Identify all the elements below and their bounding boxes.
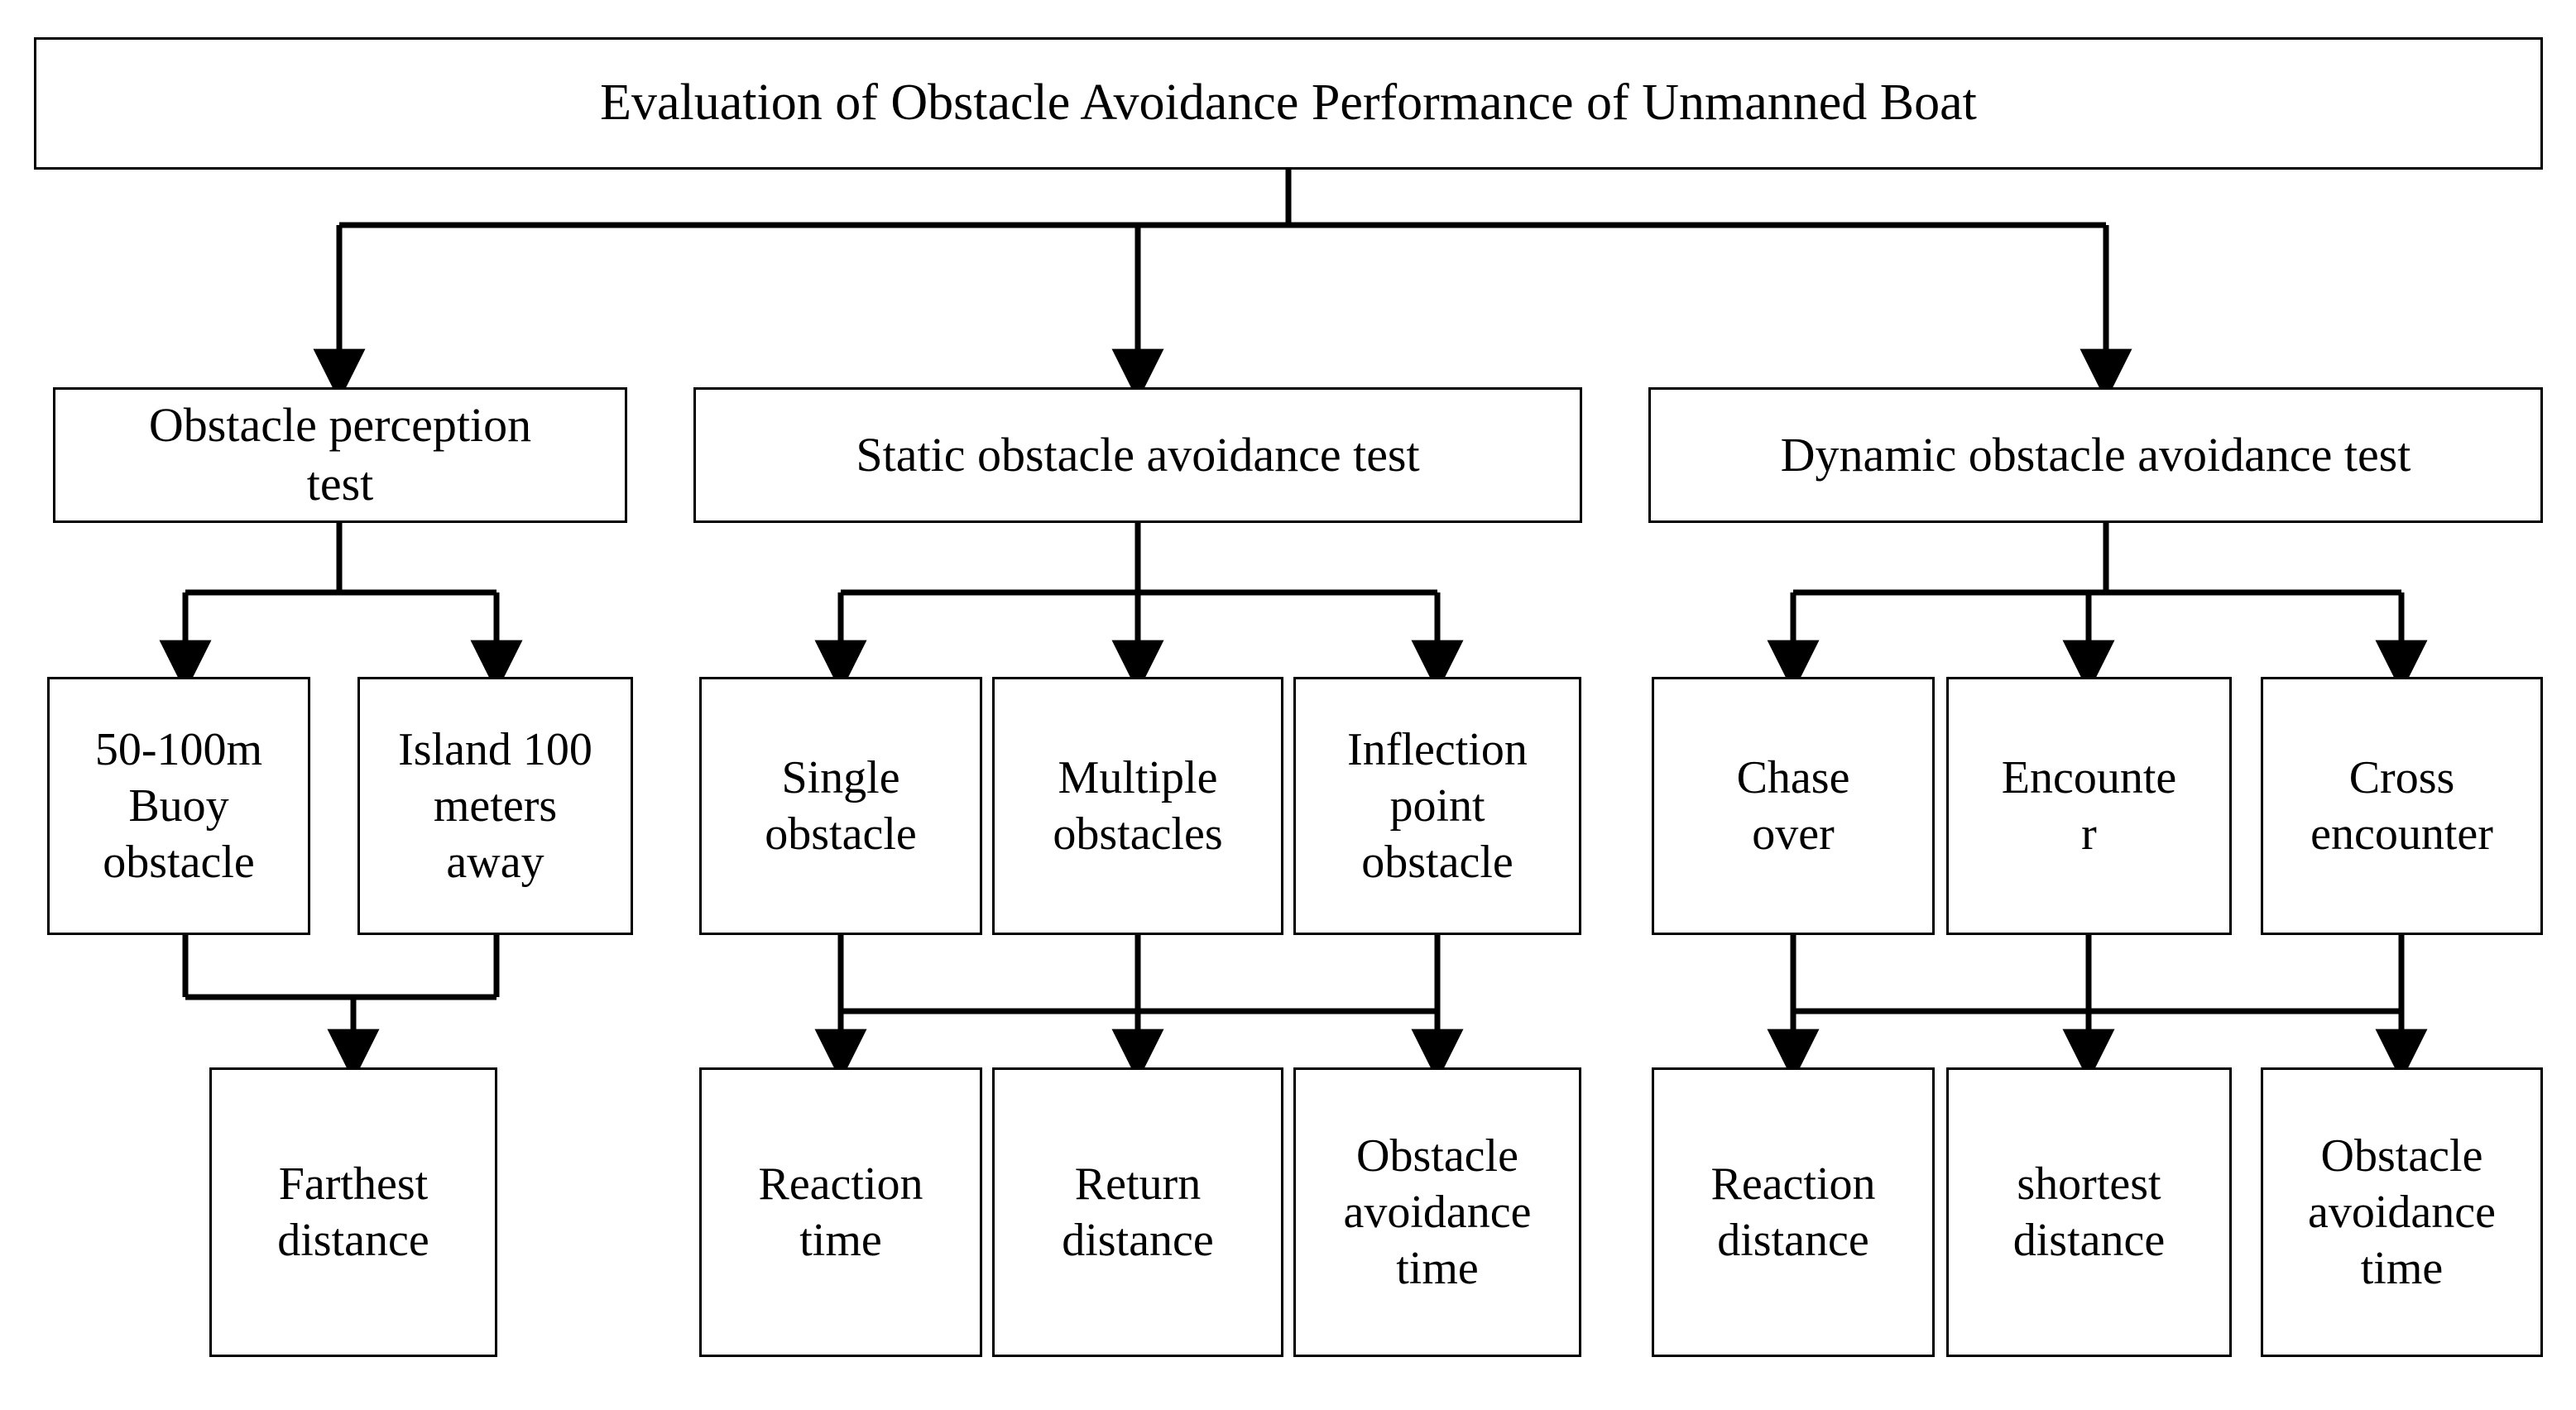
- child-node-encounter[interactable]: Encounte r: [1946, 677, 2232, 935]
- child-node-inflection-point-obstacle[interactable]: Inflection point obstacle: [1293, 677, 1581, 935]
- connector-branch2-children-to-metrics: [1767, 935, 2428, 1081]
- child-node-buoy-obstacle[interactable]: 50-100m Buoy obstacle: [47, 677, 310, 935]
- child-node-cross-encounter[interactable]: Cross encounter: [2261, 677, 2543, 935]
- metric-node-reaction-distance[interactable]: Reaction distance: [1652, 1067, 1935, 1357]
- metric-node-label: Reaction distance: [1710, 1158, 1876, 1266]
- child-node-label: Island 100 meters away: [398, 723, 592, 889]
- connector-branch1-children-to-metrics: [814, 935, 1464, 1081]
- child-node-label: Single obstacle: [765, 751, 917, 860]
- child-node-label: Multiple obstacles: [1053, 751, 1223, 860]
- child-node-label: Encounte r: [2001, 751, 2177, 860]
- root-node-label: Evaluation of Obstacle Avoidance Perform…: [600, 74, 1977, 132]
- connector-branch0-to-children: [159, 523, 523, 693]
- metric-node-label: Farthest distance: [277, 1158, 429, 1266]
- child-node-single-obstacle[interactable]: Single obstacle: [699, 677, 982, 935]
- metric-node-label: Return distance: [1062, 1158, 1214, 1266]
- child-node-island-100-meters-away[interactable]: Island 100 meters away: [357, 677, 633, 935]
- connector-branch1-to-children: [814, 523, 1464, 693]
- metric-node-label: Obstacle avoidance time: [2308, 1129, 2496, 1295]
- metric-node-label: shortest distance: [2012, 1158, 2166, 1266]
- child-node-label: Inflection point obstacle: [1347, 723, 1528, 889]
- connector-branch0-children-to-metric: [182, 935, 500, 1081]
- branch-node-dynamic-obstacle-avoidance-test[interactable]: Dynamic obstacle avoidance test: [1648, 387, 2543, 523]
- branch-node-obstacle-perception-test[interactable]: Obstacle perception test: [53, 387, 627, 523]
- branch-node-static-obstacle-avoidance-test[interactable]: Static obstacle avoidance test: [693, 387, 1582, 523]
- metric-node-label: Obstacle avoidance time: [1343, 1129, 1532, 1295]
- metric-node-farthest-distance[interactable]: Farthest distance: [209, 1067, 497, 1357]
- root-node[interactable]: Evaluation of Obstacle Avoidance Perform…: [34, 37, 2543, 170]
- child-node-label: Chase over: [1736, 751, 1850, 860]
- branch-node-label: Dynamic obstacle avoidance test: [1780, 427, 2411, 482]
- connector-root-to-level2: [313, 170, 2132, 401]
- branch-node-label: Static obstacle avoidance test: [856, 427, 1420, 482]
- metric-node-return-distance[interactable]: Return distance: [992, 1067, 1283, 1357]
- metric-node-obstacle-avoidance-time-dynamic[interactable]: Obstacle avoidance time: [2261, 1067, 2543, 1357]
- child-node-label: Cross encounter: [2310, 751, 2493, 860]
- metric-node-obstacle-avoidance-time-static[interactable]: Obstacle avoidance time: [1293, 1067, 1581, 1357]
- child-node-multiple-obstacles[interactable]: Multiple obstacles: [992, 677, 1283, 935]
- child-node-label: 50-100m Buoy obstacle: [94, 723, 263, 889]
- metric-node-shortest-distance[interactable]: shortest distance: [1946, 1067, 2232, 1357]
- metric-node-reaction-time[interactable]: Reaction time: [699, 1067, 982, 1357]
- branch-node-label: Obstacle perception test: [148, 398, 532, 511]
- metric-node-label: Reaction time: [758, 1158, 923, 1266]
- connector-branch2-to-children: [1767, 523, 2428, 693]
- child-node-chase-over[interactable]: Chase over: [1652, 677, 1935, 935]
